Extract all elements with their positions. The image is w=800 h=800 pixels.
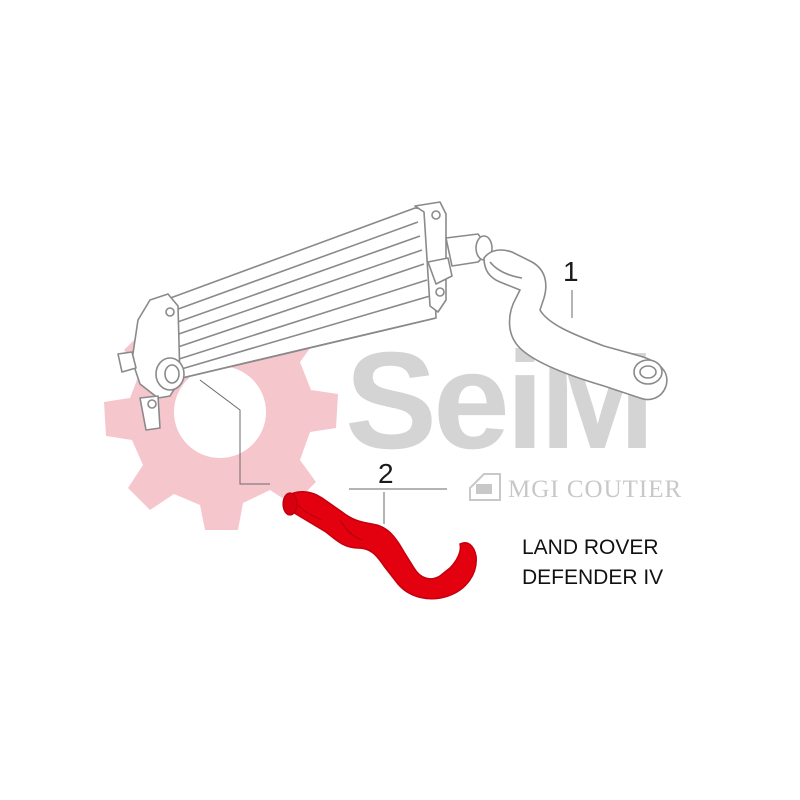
callout-1: 1 — [563, 256, 579, 287]
vehicle-make: LAND ROVER — [522, 536, 659, 559]
vehicle-model: DEFENDER IV — [522, 566, 664, 589]
hose-1 — [483, 249, 668, 401]
callout-2: 2 — [378, 458, 394, 489]
intercooler-core — [117, 201, 493, 431]
hose-2 — [282, 491, 477, 600]
watermark-sub-brand: MGI COUTIER — [508, 476, 682, 503]
mgi-coutier-logo-icon — [469, 473, 501, 501]
leader-lines — [199, 290, 573, 524]
vehicle-label: LAND ROVER DEFENDER IV — [522, 533, 663, 593]
